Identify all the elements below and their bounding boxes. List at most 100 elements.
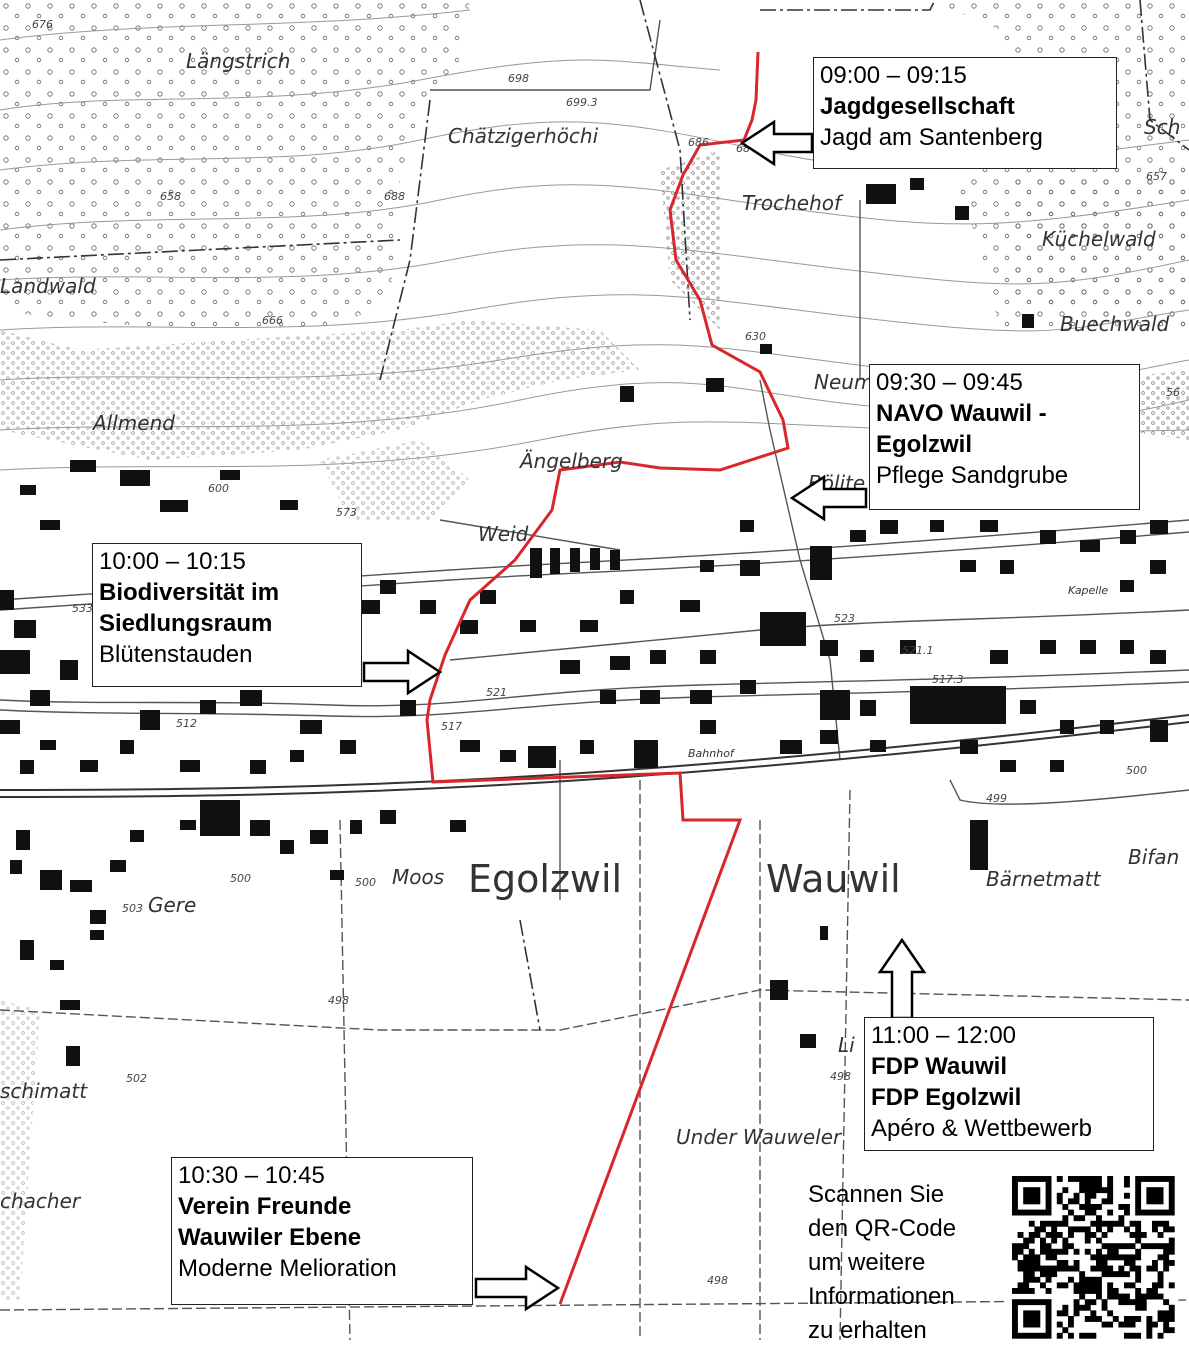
qr-module (1028, 1310, 1035, 1317)
arrow-stop4 (474, 1264, 561, 1312)
qr-module (1062, 1304, 1069, 1311)
qr-module (1068, 1198, 1074, 1205)
arrow-stop3 (362, 648, 443, 696)
qr-module (1068, 1265, 1074, 1272)
qr-module (1051, 1226, 1058, 1233)
alt-521: 521 (486, 686, 507, 699)
building (160, 500, 188, 512)
building (70, 880, 92, 892)
qr-module (1135, 1237, 1142, 1244)
alt-517: 517 (441, 720, 462, 733)
qr-module (1023, 1237, 1030, 1244)
stop-box-3: 10:00 – 10:15 Biodiversität im Siedlungs… (92, 543, 362, 687)
qr-module (1101, 1304, 1108, 1311)
qr-module (1096, 1316, 1102, 1322)
qr-module (1073, 1310, 1080, 1317)
building (350, 820, 362, 834)
building (960, 560, 976, 572)
stop-box-4: 10:30 – 10:45 Verein Freunde Wauwiler Eb… (171, 1157, 473, 1305)
qr-module (1079, 1332, 1086, 1339)
qr-module (1028, 1321, 1035, 1328)
qr-module (1012, 1327, 1018, 1334)
qr-module (1084, 1198, 1091, 1205)
building (140, 710, 160, 730)
qr-module (1045, 1299, 1052, 1306)
qr-module (1023, 1316, 1030, 1322)
qr-module (1096, 1282, 1102, 1289)
building (1040, 640, 1056, 654)
qr-module (1146, 1265, 1153, 1272)
qr-module (1023, 1332, 1030, 1339)
alt-666: 666 (262, 314, 283, 327)
qr-module (1129, 1265, 1136, 1272)
qr-module (1062, 1243, 1069, 1250)
qr-module (1135, 1293, 1142, 1300)
alt-533: 533 (72, 602, 93, 615)
qr-module (1028, 1276, 1035, 1283)
qr-module (1107, 1265, 1114, 1272)
qr-module (1084, 1299, 1091, 1306)
qr-module (1040, 1271, 1046, 1278)
qr-module (1129, 1243, 1136, 1250)
qr-module (1101, 1254, 1108, 1261)
qr-code[interactable] (1008, 1172, 1179, 1343)
qr-module (1084, 1232, 1091, 1238)
alt-686: 686 (688, 136, 709, 149)
qr-module (1157, 1271, 1164, 1278)
building (1150, 650, 1166, 664)
qr-instruction: Scannen Sie den QR-Code um weitere Infor… (808, 1178, 1008, 1348)
building (910, 686, 1006, 724)
qr-module (1084, 1226, 1091, 1233)
building (1022, 314, 1034, 328)
qr-module (1135, 1276, 1142, 1283)
qr-module (1146, 1293, 1153, 1300)
qr-module (1079, 1181, 1086, 1188)
qr-module (1034, 1265, 1041, 1272)
qr-module (1045, 1248, 1052, 1255)
alt-500a: 500 (355, 876, 376, 889)
qr-module (1135, 1198, 1142, 1205)
qr-module (1146, 1187, 1153, 1194)
qr-module (1157, 1176, 1164, 1182)
alt-600: 600 (208, 482, 229, 495)
qr-module (1017, 1288, 1024, 1294)
building (600, 690, 616, 704)
building (910, 178, 924, 190)
qr-module (1163, 1260, 1170, 1266)
building (1020, 700, 1036, 714)
label-schimatt: schimatt (0, 1079, 88, 1103)
qr-module (1017, 1282, 1024, 1289)
qr-module (1135, 1226, 1142, 1233)
qr-module (1084, 1332, 1091, 1339)
qr-module (1163, 1226, 1170, 1233)
qr-module (1168, 1187, 1175, 1194)
qr-module (1045, 1243, 1052, 1250)
building (180, 760, 200, 772)
altitude-labels: 676 698 699.3 686 684 658 688 666 630 65… (32, 18, 1180, 1299)
building (740, 560, 760, 576)
qr-module (1157, 1220, 1164, 1227)
qr-module (1163, 1243, 1170, 1250)
label-buechwald: Buechwald (1060, 312, 1170, 336)
building (690, 690, 712, 704)
qr-module (1023, 1260, 1030, 1266)
qr-module (1135, 1332, 1142, 1339)
building (420, 600, 436, 614)
qr-module (1034, 1226, 1041, 1233)
qr-module (1028, 1209, 1035, 1216)
building (220, 470, 240, 480)
building (280, 500, 298, 510)
qr-module (1135, 1265, 1142, 1272)
qr-module (1034, 1276, 1041, 1283)
building (110, 860, 126, 872)
walking-route (425, 51, 790, 1305)
building (820, 926, 828, 940)
qr-module (1062, 1327, 1069, 1334)
qr-module (1146, 1327, 1153, 1334)
qr-module (1107, 1209, 1114, 1216)
qr-module (1163, 1220, 1170, 1227)
qr-module (1135, 1192, 1142, 1199)
building (450, 820, 466, 832)
qr-module (1124, 1293, 1130, 1300)
qr-module (1096, 1187, 1102, 1194)
